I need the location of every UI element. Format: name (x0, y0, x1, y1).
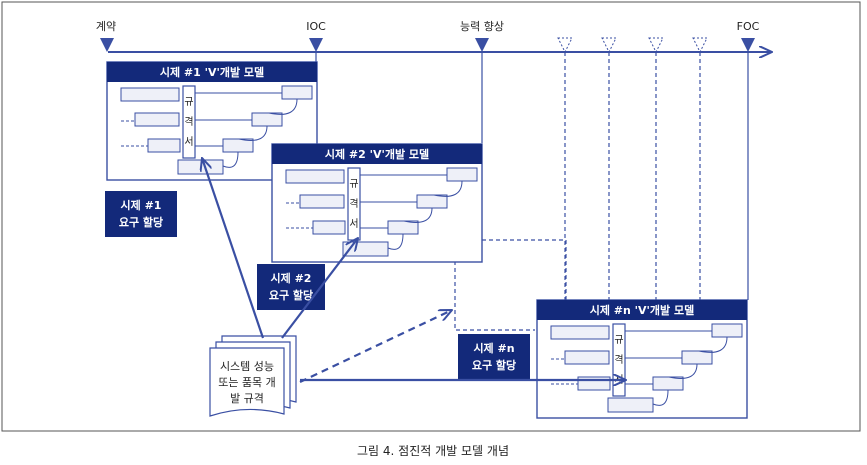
spec-document: 시스템 성능 또는 품목 개 발 규격 (209, 335, 297, 417)
milestone-marker-contract (100, 38, 114, 52)
v-model-title: 시제 #1 'V'개발 모델 (160, 65, 264, 79)
v-return-curve (238, 125, 268, 141)
v-right-box (711, 323, 743, 338)
arrow-spec-to-future-model (299, 310, 452, 383)
dashed-connector-lower (454, 240, 535, 331)
v-model-title-bar (107, 62, 317, 82)
arrow-spec-to-model-1 (202, 158, 265, 339)
future-milestone-marker-1 (557, 37, 573, 54)
future-milestone-marker-2 (601, 37, 617, 54)
milestones: 계약 IOC 능력 향상 FOC (96, 19, 760, 54)
figure-caption: 그림 4. 점진적 개발 모델 개념 (357, 444, 509, 458)
v-left-box (147, 138, 181, 153)
v-model-title-bar (272, 144, 482, 164)
v-left-box (564, 350, 610, 365)
v-bottom-box (177, 159, 224, 175)
v-model-title-bar (537, 300, 747, 320)
v-spec-column (182, 85, 196, 159)
v-return-curve (668, 363, 698, 379)
v-right-box (281, 85, 313, 100)
v-spec-char: 규 (349, 179, 358, 190)
spec-doc-line-3: 발 규격 (230, 392, 264, 405)
allocation-2-line-1: 시제 #2 (271, 271, 312, 285)
allocation-box-1: 시제 #1 요구 할당 (105, 191, 177, 237)
v-right-box (416, 194, 448, 209)
v-right-box (652, 376, 684, 391)
allocation-2-line-2: 요구 할당 (269, 288, 313, 302)
v-right-box (251, 112, 283, 127)
v-right-box (387, 220, 419, 235)
v-spec-char: 격 (614, 353, 623, 366)
milestone-label-contract: 계약 (96, 19, 116, 33)
figure-frame (1, 1, 861, 432)
v-left-box (134, 112, 180, 127)
future-milestone-marker-4 (692, 37, 708, 54)
spec-doc-line-2: 또는 품목 개 (218, 376, 276, 389)
v-spec-char: 규 (184, 97, 193, 108)
milestone-label-ioc: IOC (306, 20, 326, 33)
v-model-title: 시제 #2 'V'개발 모델 (325, 147, 429, 161)
spec-doc-line-1: 시스템 성능 (220, 360, 274, 373)
v-spec-char: 규 (614, 335, 623, 346)
v-left-box (285, 169, 345, 184)
v-spec-char: 격 (184, 115, 193, 128)
v-spec-char: 격 (349, 197, 358, 210)
v-return-curve (652, 389, 669, 406)
v-return-curve (698, 336, 728, 353)
allocation-1-line-2: 요구 할당 (119, 215, 163, 229)
milestone-label-capability: 능력 향상 (460, 20, 504, 33)
v-right-box (446, 167, 478, 182)
allocation-box-2: 시제 #2 요구 할당 (257, 264, 325, 310)
allocation-n-line-1: 시제 #n (473, 341, 514, 355)
v-spec-char: 서 (184, 136, 193, 148)
future-milestone-marker-3 (648, 37, 664, 54)
dashed-connector-upper (482, 239, 567, 300)
v-return-curve (433, 180, 463, 197)
allocation-1-line-1: 시제 #1 (121, 198, 162, 212)
v-return-curve (403, 207, 433, 223)
v-return-curve (222, 151, 239, 168)
milestone-marker-foc (741, 38, 755, 52)
v-return-curve (268, 98, 298, 115)
v-left-box (550, 325, 610, 340)
v-left-box (299, 194, 345, 209)
v-spec-char: 서 (349, 218, 358, 230)
allocation-box-n: 시제 #n 요구 할당 (458, 334, 530, 380)
milestone-label-foc: FOC (737, 20, 760, 33)
v-bottom-box (607, 397, 654, 413)
v-right-box (681, 350, 713, 365)
arrow-spec-to-model-2 (281, 238, 358, 339)
v-right-box (222, 138, 254, 153)
milestone-marker-capability (475, 38, 489, 52)
v-model-title: 시제 #n 'V'개발 모델 (590, 303, 695, 317)
allocation-n-line-2: 요구 할당 (472, 358, 516, 372)
v-left-box (120, 87, 180, 102)
v-return-curve (387, 233, 404, 250)
v-left-box (312, 220, 346, 235)
milestone-marker-ioc (309, 38, 323, 52)
